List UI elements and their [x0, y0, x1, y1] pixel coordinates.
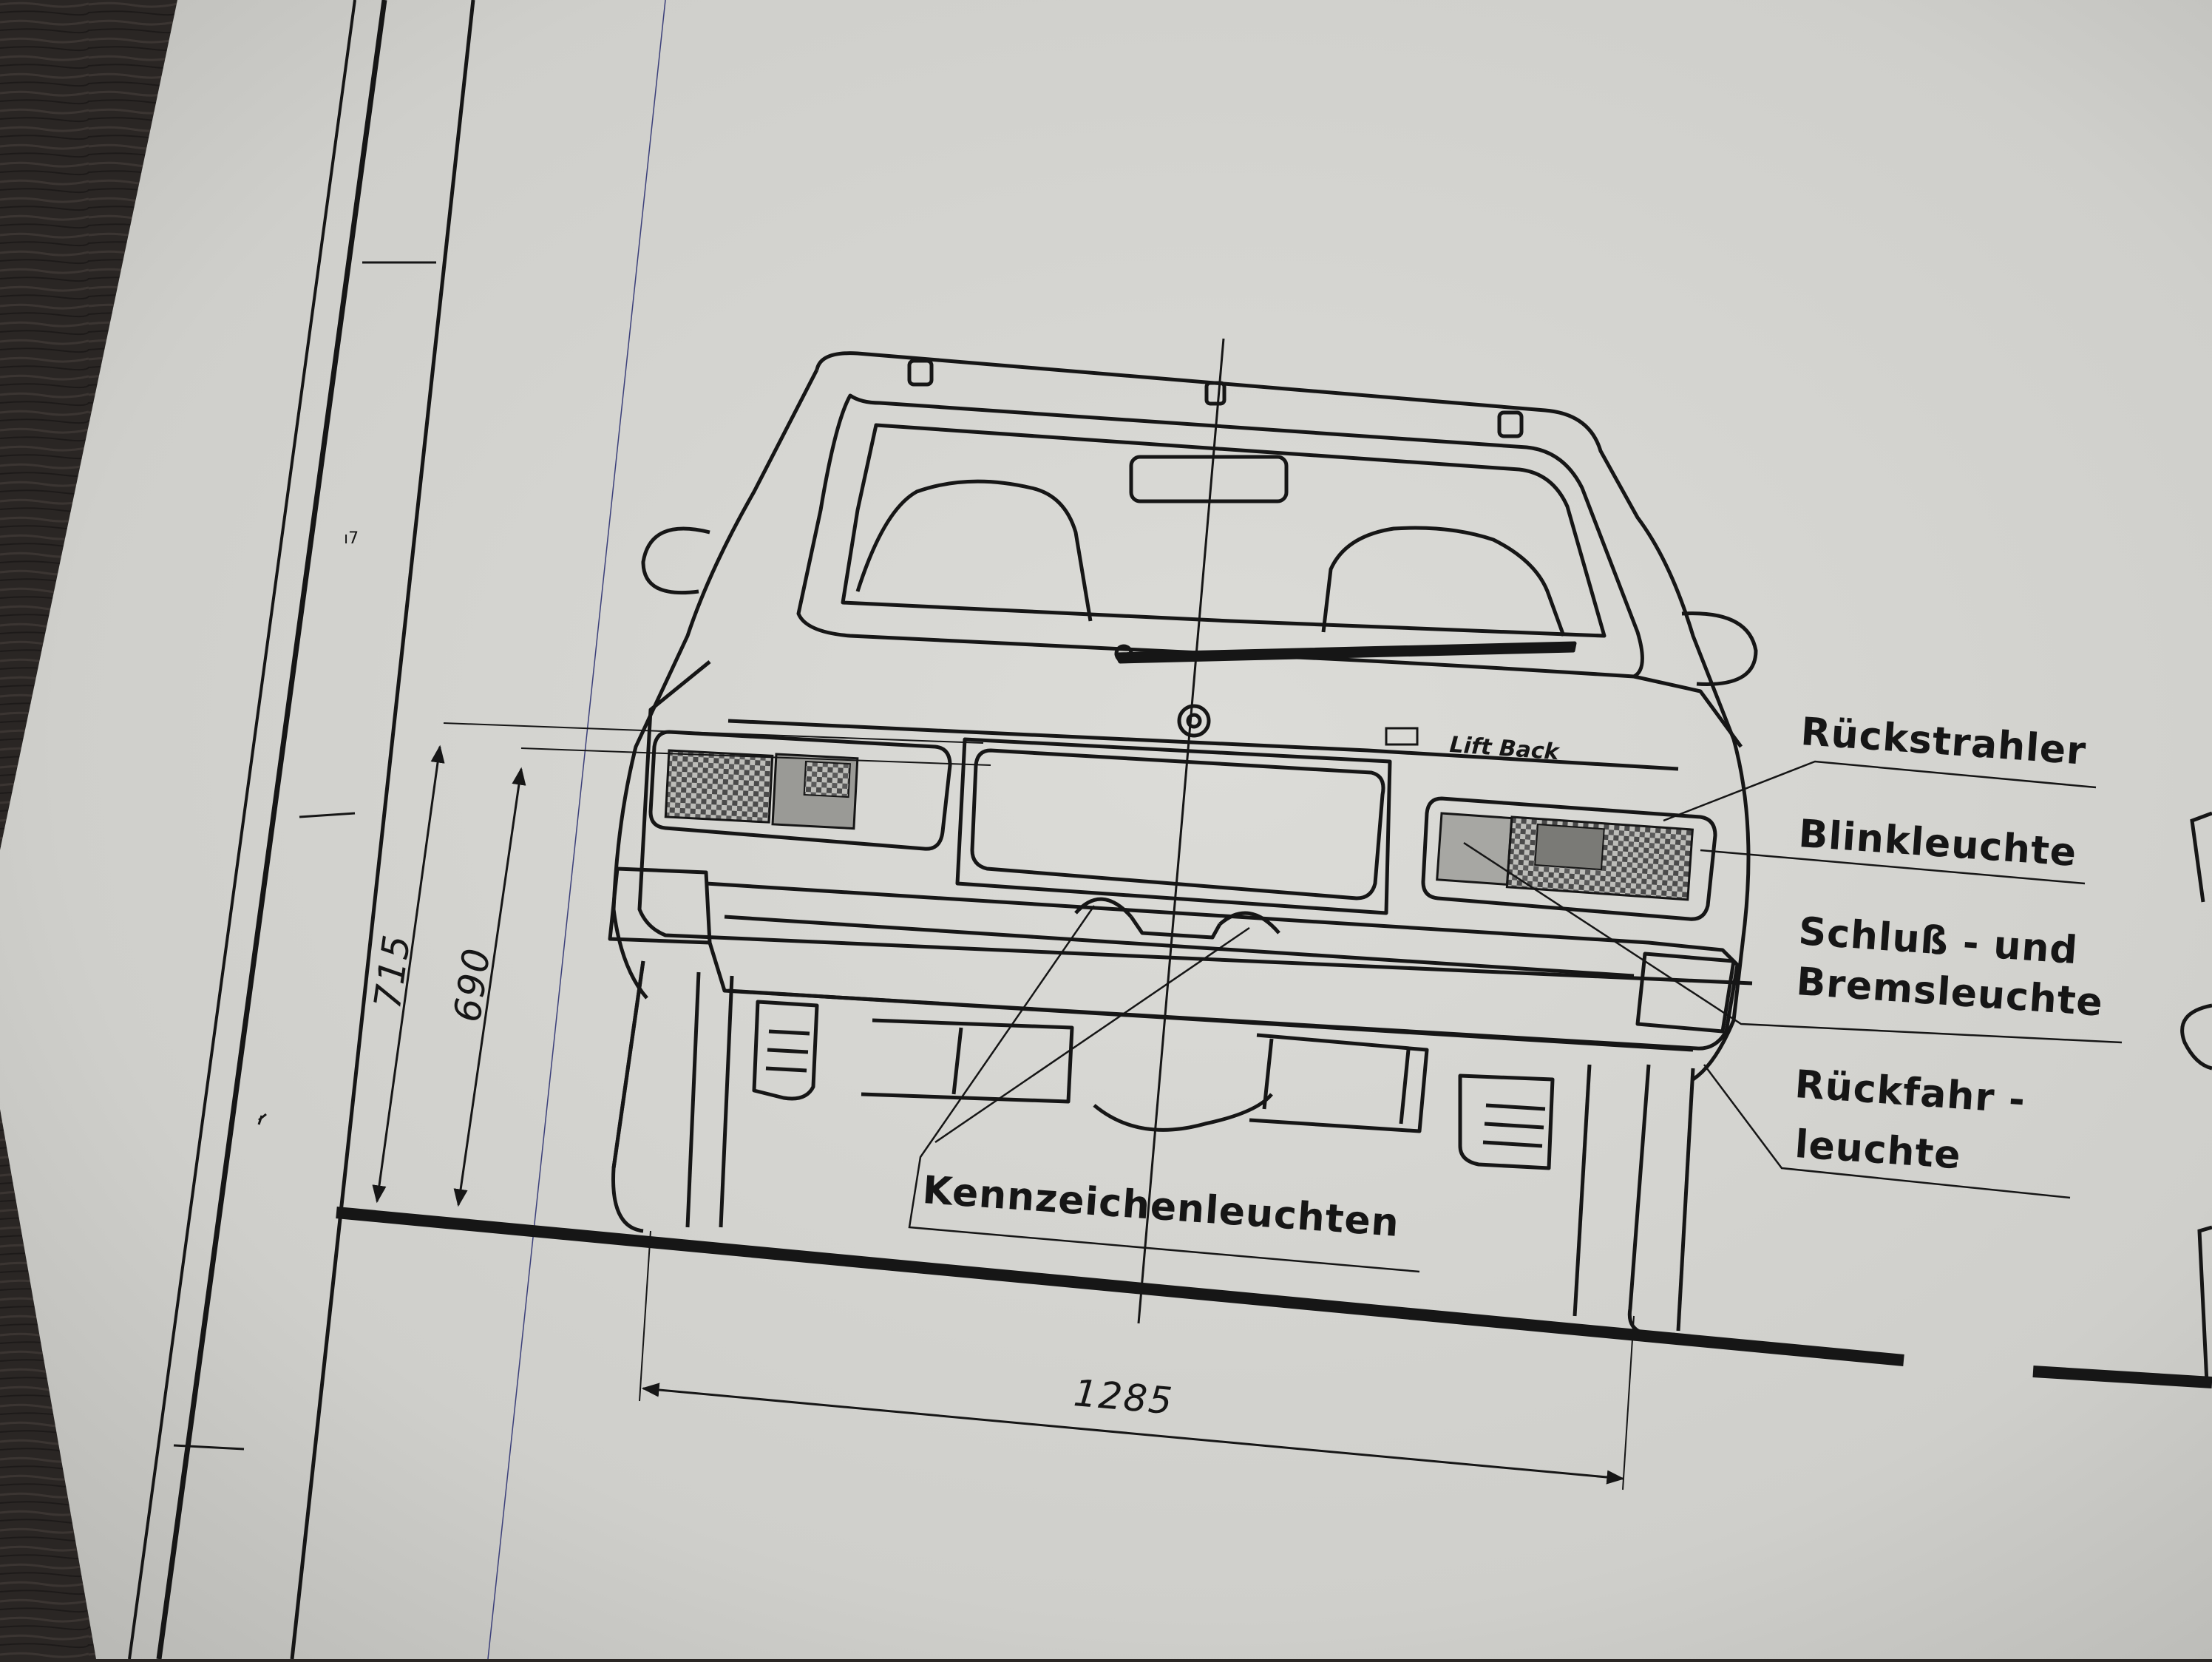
page-frame	[128, 0, 666, 1660]
ground-line	[336, 1207, 1904, 1366]
ground-line-adjacent	[2032, 1366, 2212, 1388]
dimension-lines	[372, 722, 1635, 1490]
car-body	[608, 351, 1758, 1337]
page-mark: ı7	[344, 529, 359, 548]
page-mark-tick	[257, 1113, 267, 1125]
callout-leaders	[908, 760, 2123, 1273]
badge-logo-box	[1385, 727, 1419, 746]
dimension-track-width: 1285	[1071, 1371, 1175, 1423]
left-tail-lamp	[664, 749, 859, 830]
adjacent-drawing-fragment	[2180, 811, 2212, 1383]
